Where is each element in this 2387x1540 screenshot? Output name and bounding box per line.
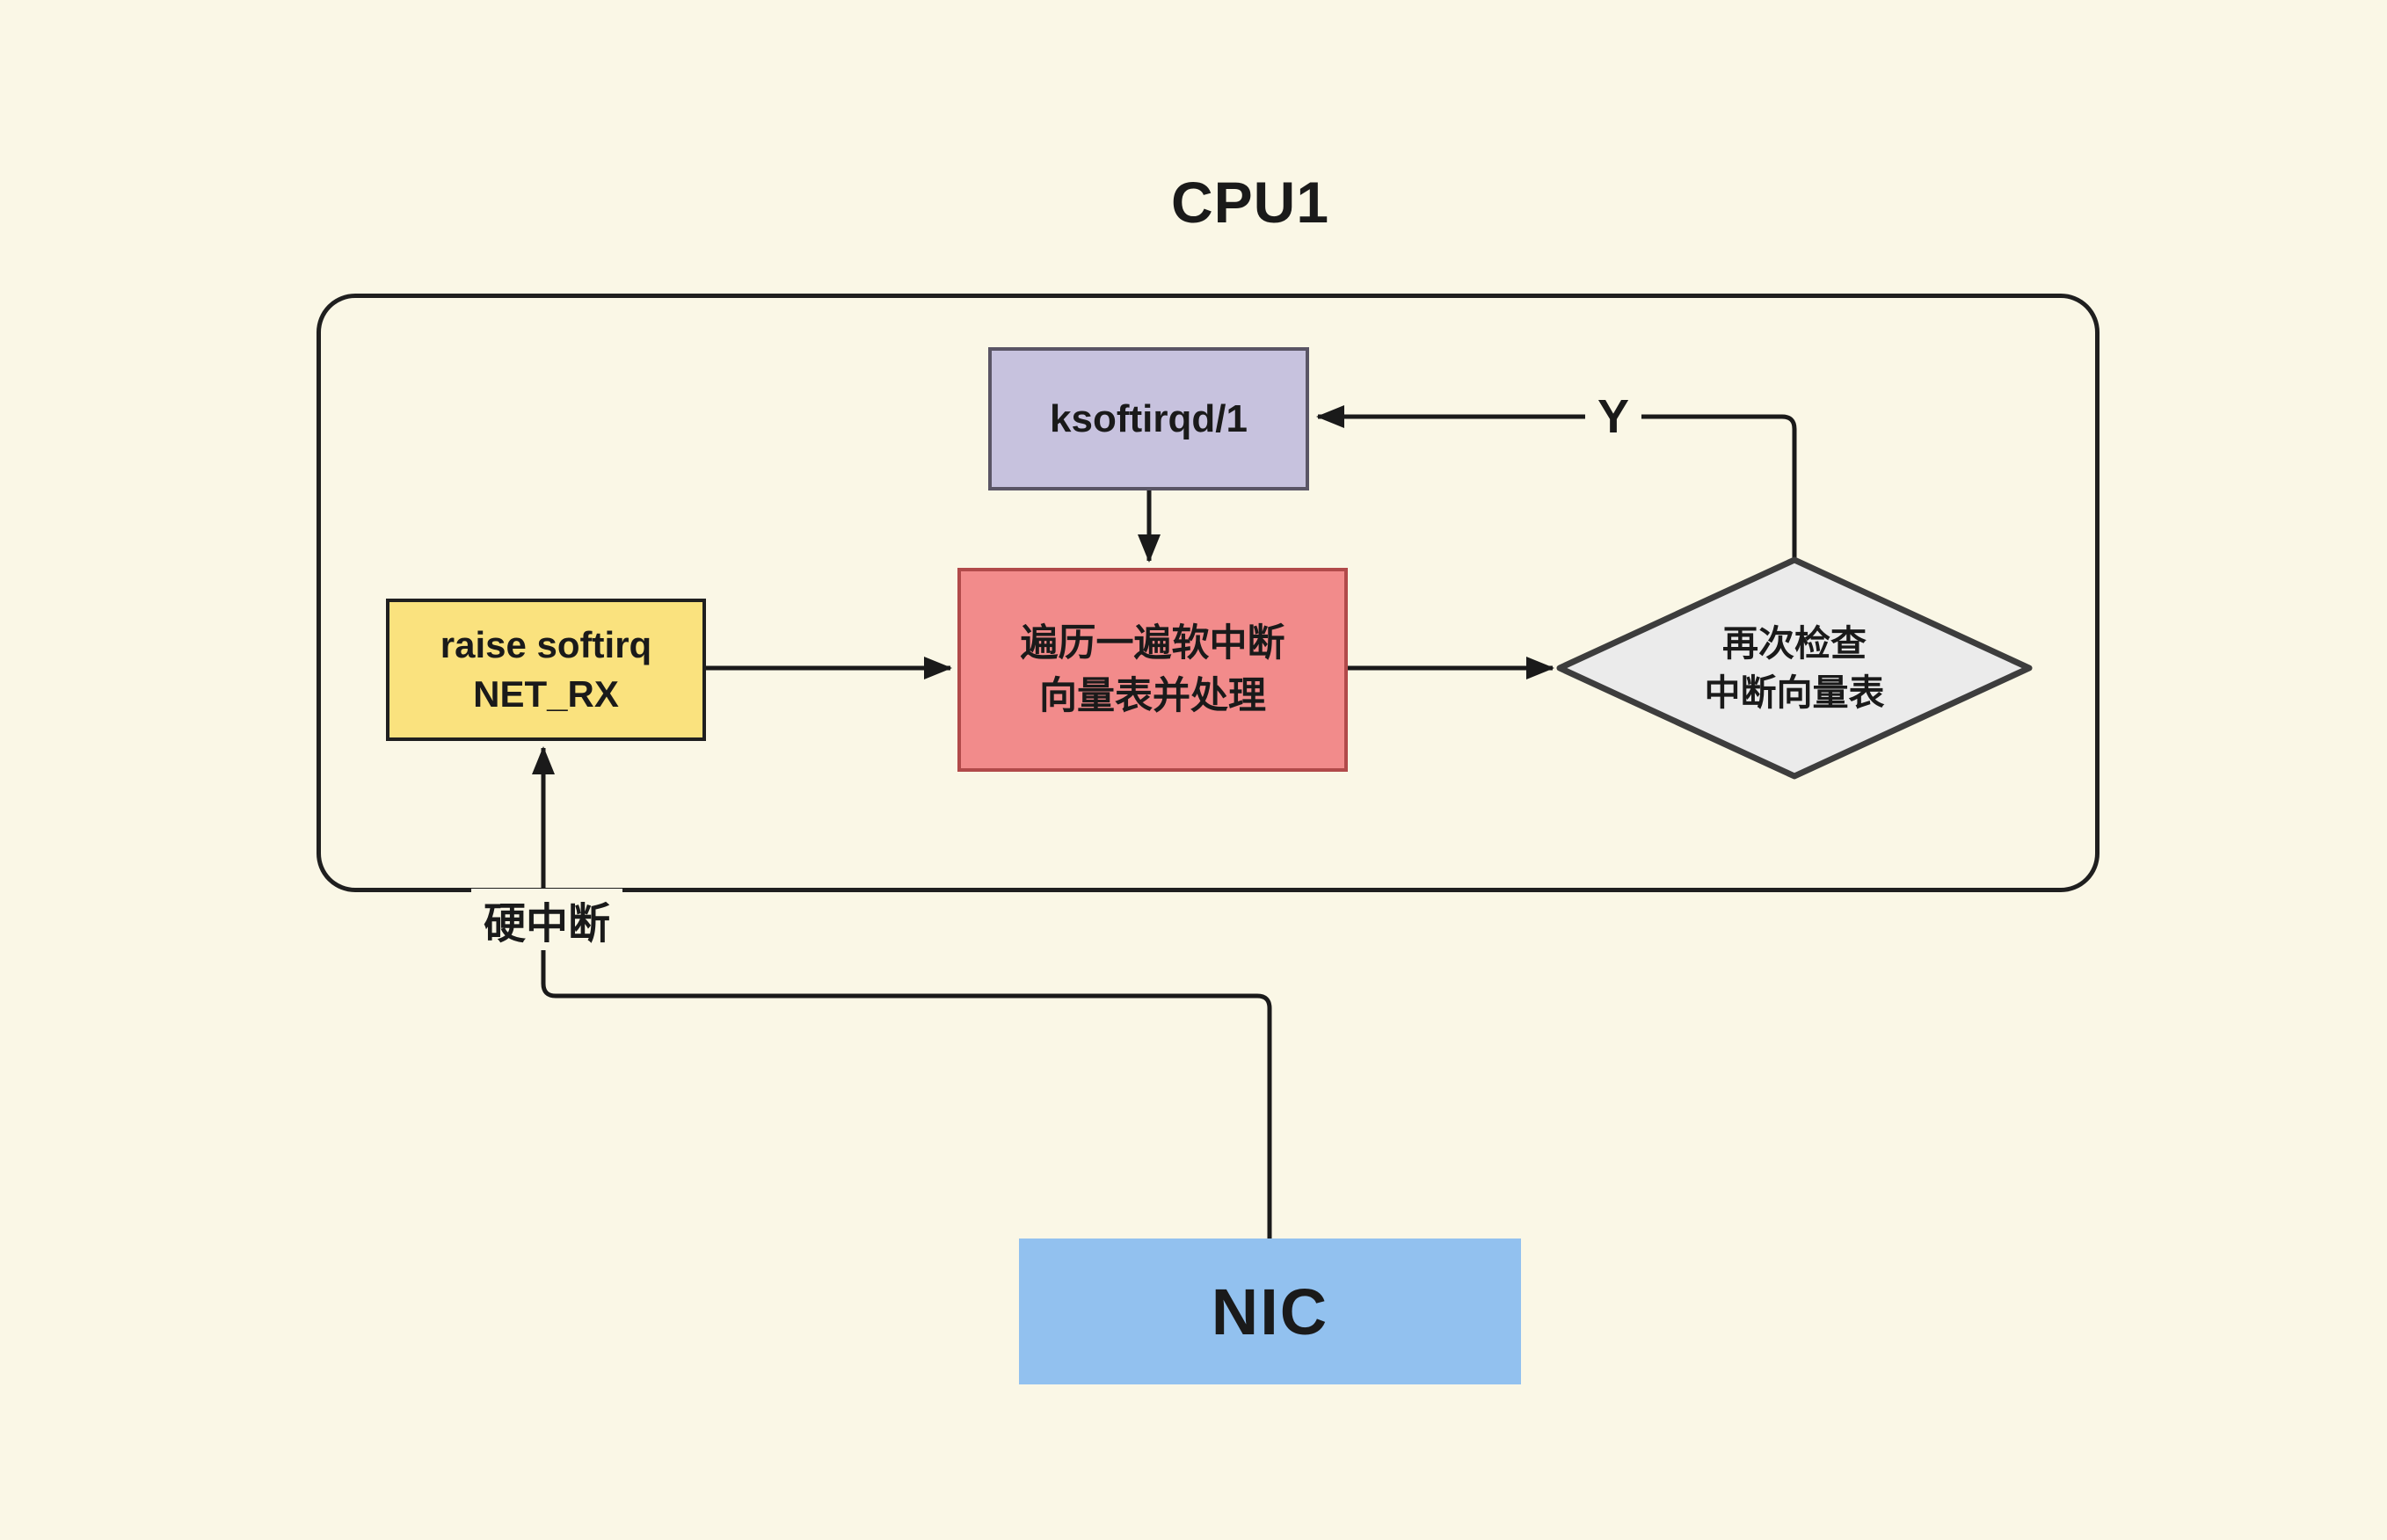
raise-softirq-line1: raise softirq bbox=[440, 624, 652, 665]
recheck-line1: 再次检查 bbox=[1722, 623, 1867, 664]
nic-label: NIC bbox=[1211, 1275, 1329, 1348]
recheck-diamond-shape bbox=[1556, 556, 2033, 780]
yes-branch-label: Y bbox=[1584, 389, 1642, 444]
hard-interrupt-label: 硬中断 bbox=[470, 889, 623, 950]
nic-node: NIC bbox=[1019, 1239, 1521, 1384]
arrow-nic-to-raise bbox=[532, 746, 1272, 1239]
cpu1-container-box bbox=[317, 294, 2100, 892]
recheck-line2: 中断向量表 bbox=[1704, 672, 1885, 713]
raise-softirq-node: raise softirq NET_RX bbox=[386, 599, 706, 741]
process-softirq-node: 遍历一遍软中断 向量表并处理 bbox=[957, 568, 1348, 772]
arrow-recheck-to-ksoftirqd bbox=[1316, 405, 1797, 560]
ksoftirqd-label: ksoftirqd/1 bbox=[1050, 396, 1248, 440]
diagram-title: CPU1 bbox=[1170, 170, 1330, 235]
process-softirq-line2: 向量表并处理 bbox=[1039, 675, 1266, 717]
process-softirq-line1: 遍历一遍软中断 bbox=[1020, 622, 1285, 665]
recheck-diamond-label: 再次检查 中断向量表 bbox=[1619, 592, 1970, 744]
raise-softirq-line2: NET_RX bbox=[473, 673, 619, 715]
ksoftirqd-node: ksoftirqd/1 bbox=[988, 347, 1309, 490]
